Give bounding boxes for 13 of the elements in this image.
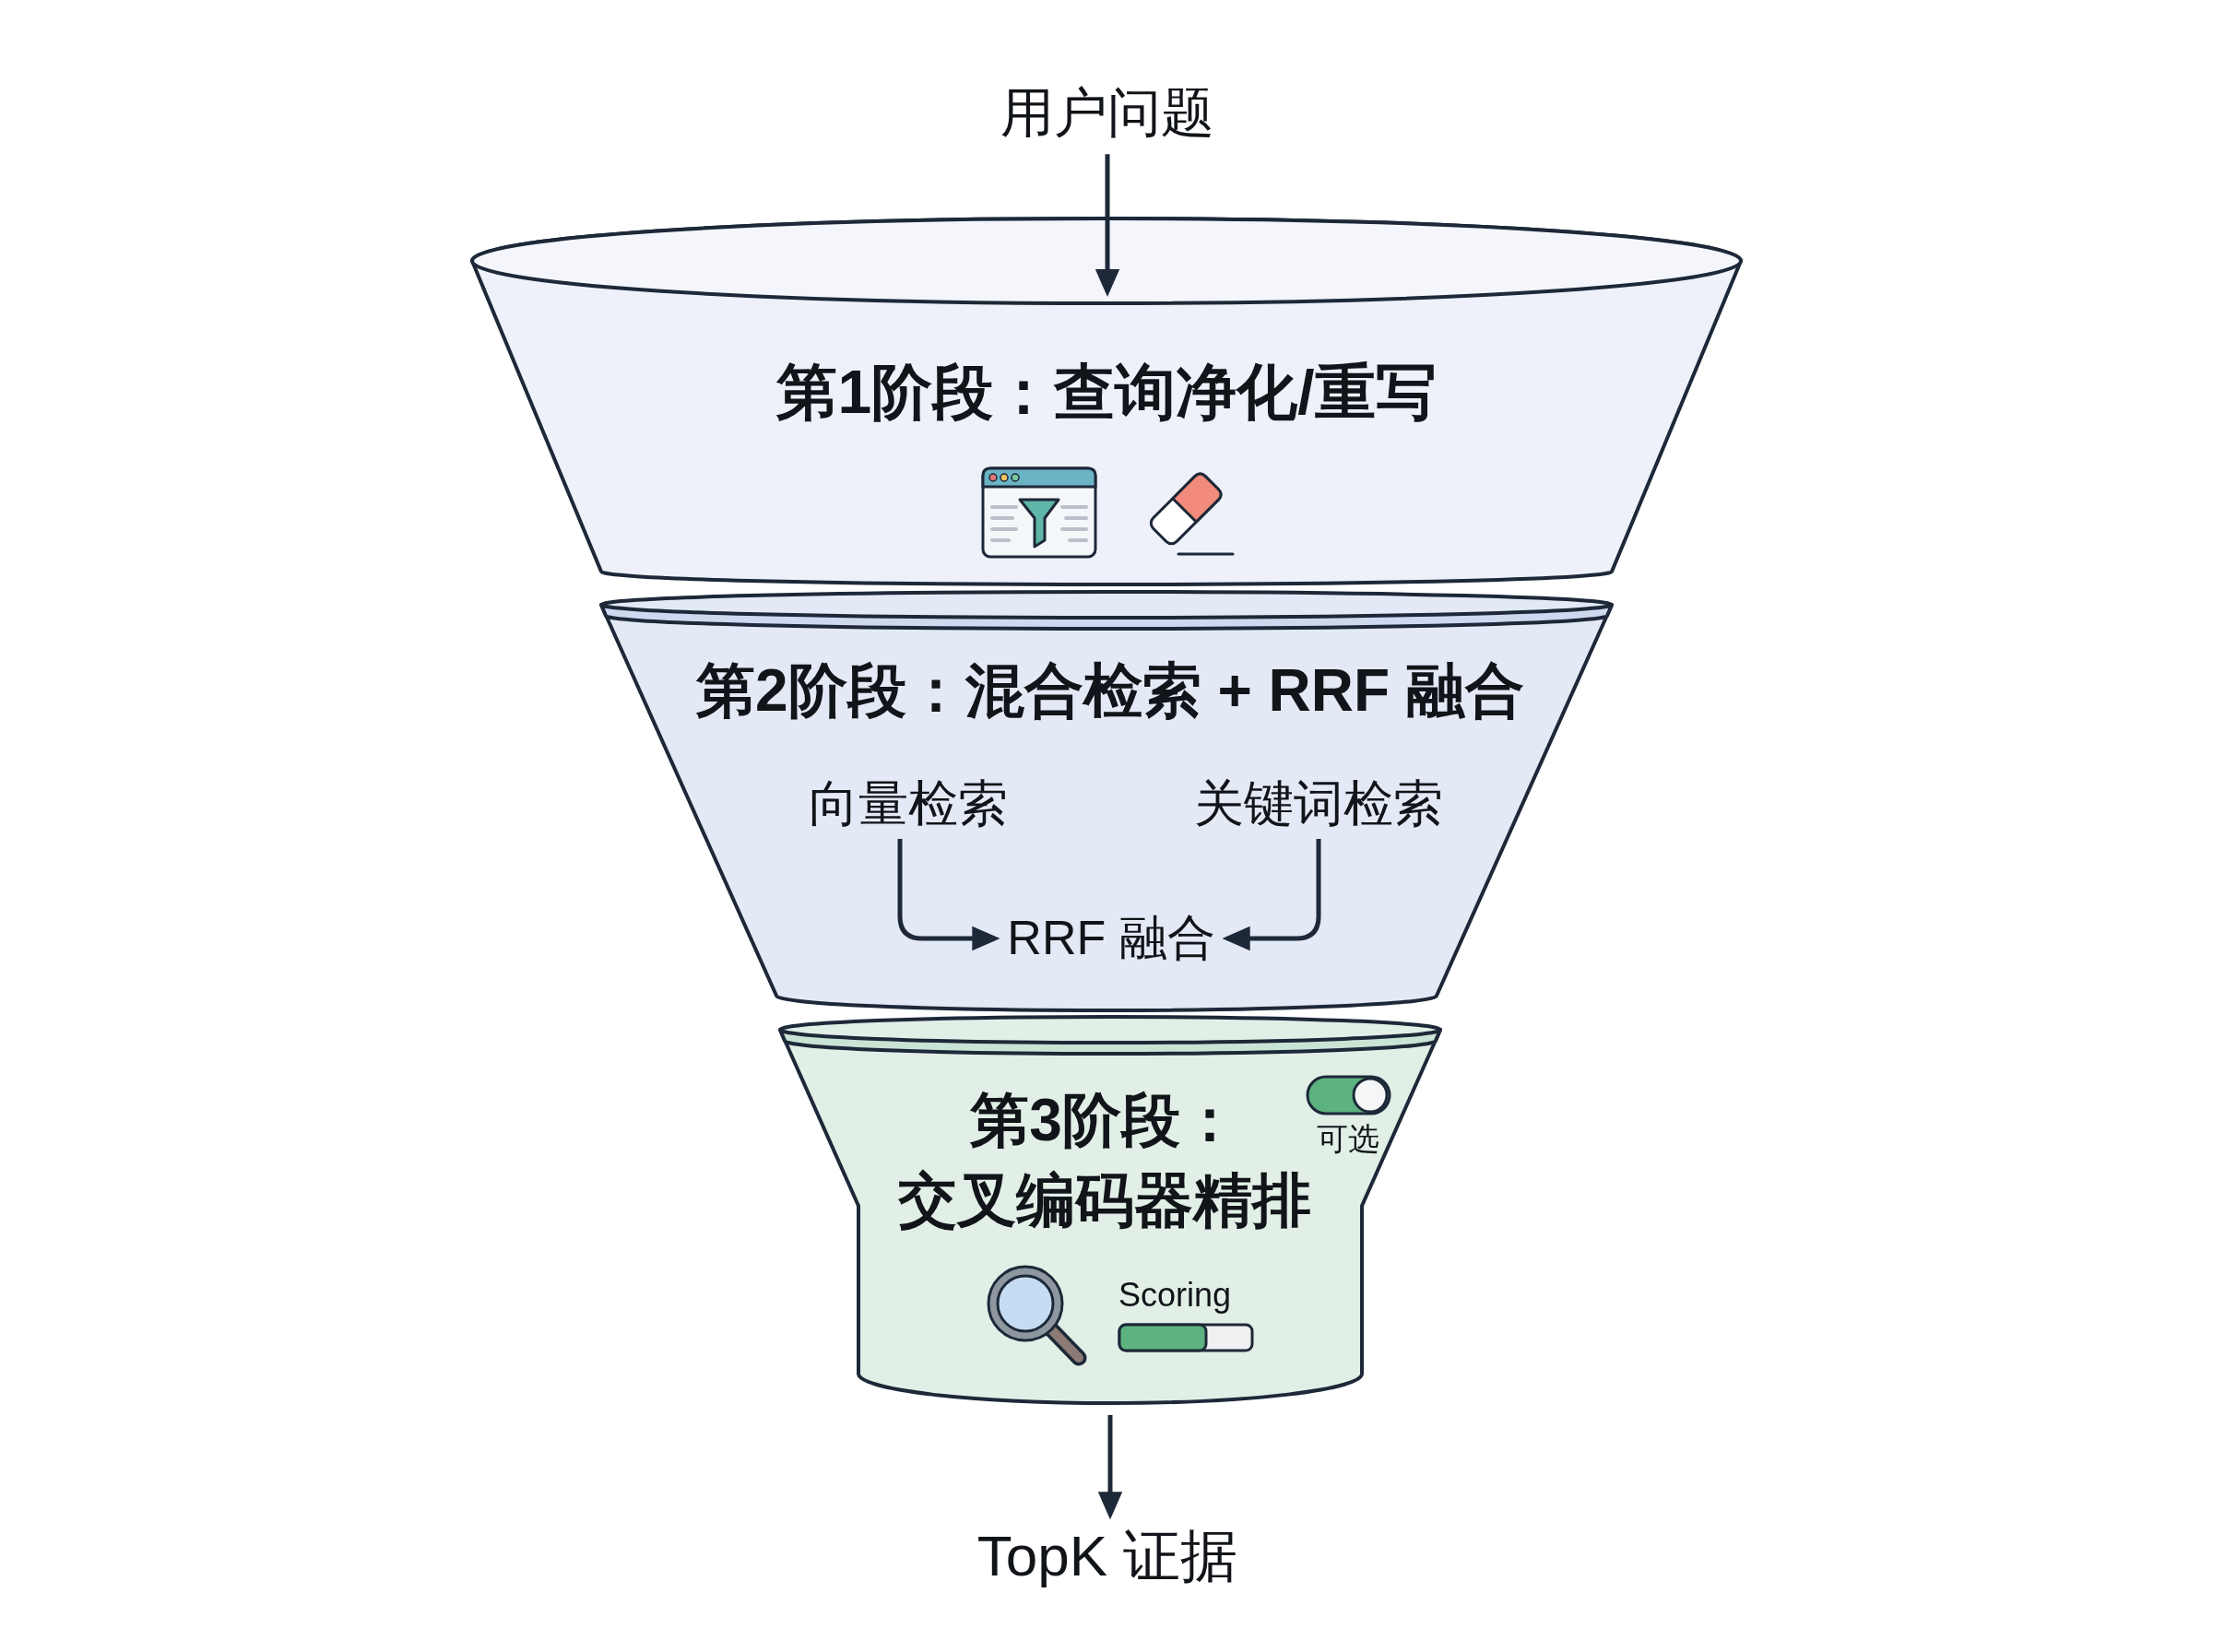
toggle-label: 可选	[1317, 1121, 1379, 1158]
stage-title: 第2阶段：混合检索 + RRF 融合	[696, 657, 1524, 726]
progress-label: Scoring	[1118, 1276, 1232, 1315]
stage-title: 第3阶段：交叉编码器精排	[897, 1085, 1312, 1235]
result-label: TopK 证据	[971, 1521, 1244, 1591]
stage-title: 第1阶段：查询净化/重写	[776, 358, 1437, 428]
arrow	[1222, 839, 1321, 951]
fusion-label: RRF 融合	[1001, 909, 1221, 968]
question-label: 用户问题	[995, 79, 1220, 146]
arrow	[1097, 1415, 1123, 1520]
arrow	[897, 839, 1000, 951]
retrieval-label: 关键词检索	[1189, 772, 1449, 834]
retrieval-label: 向量检索	[803, 772, 1013, 834]
